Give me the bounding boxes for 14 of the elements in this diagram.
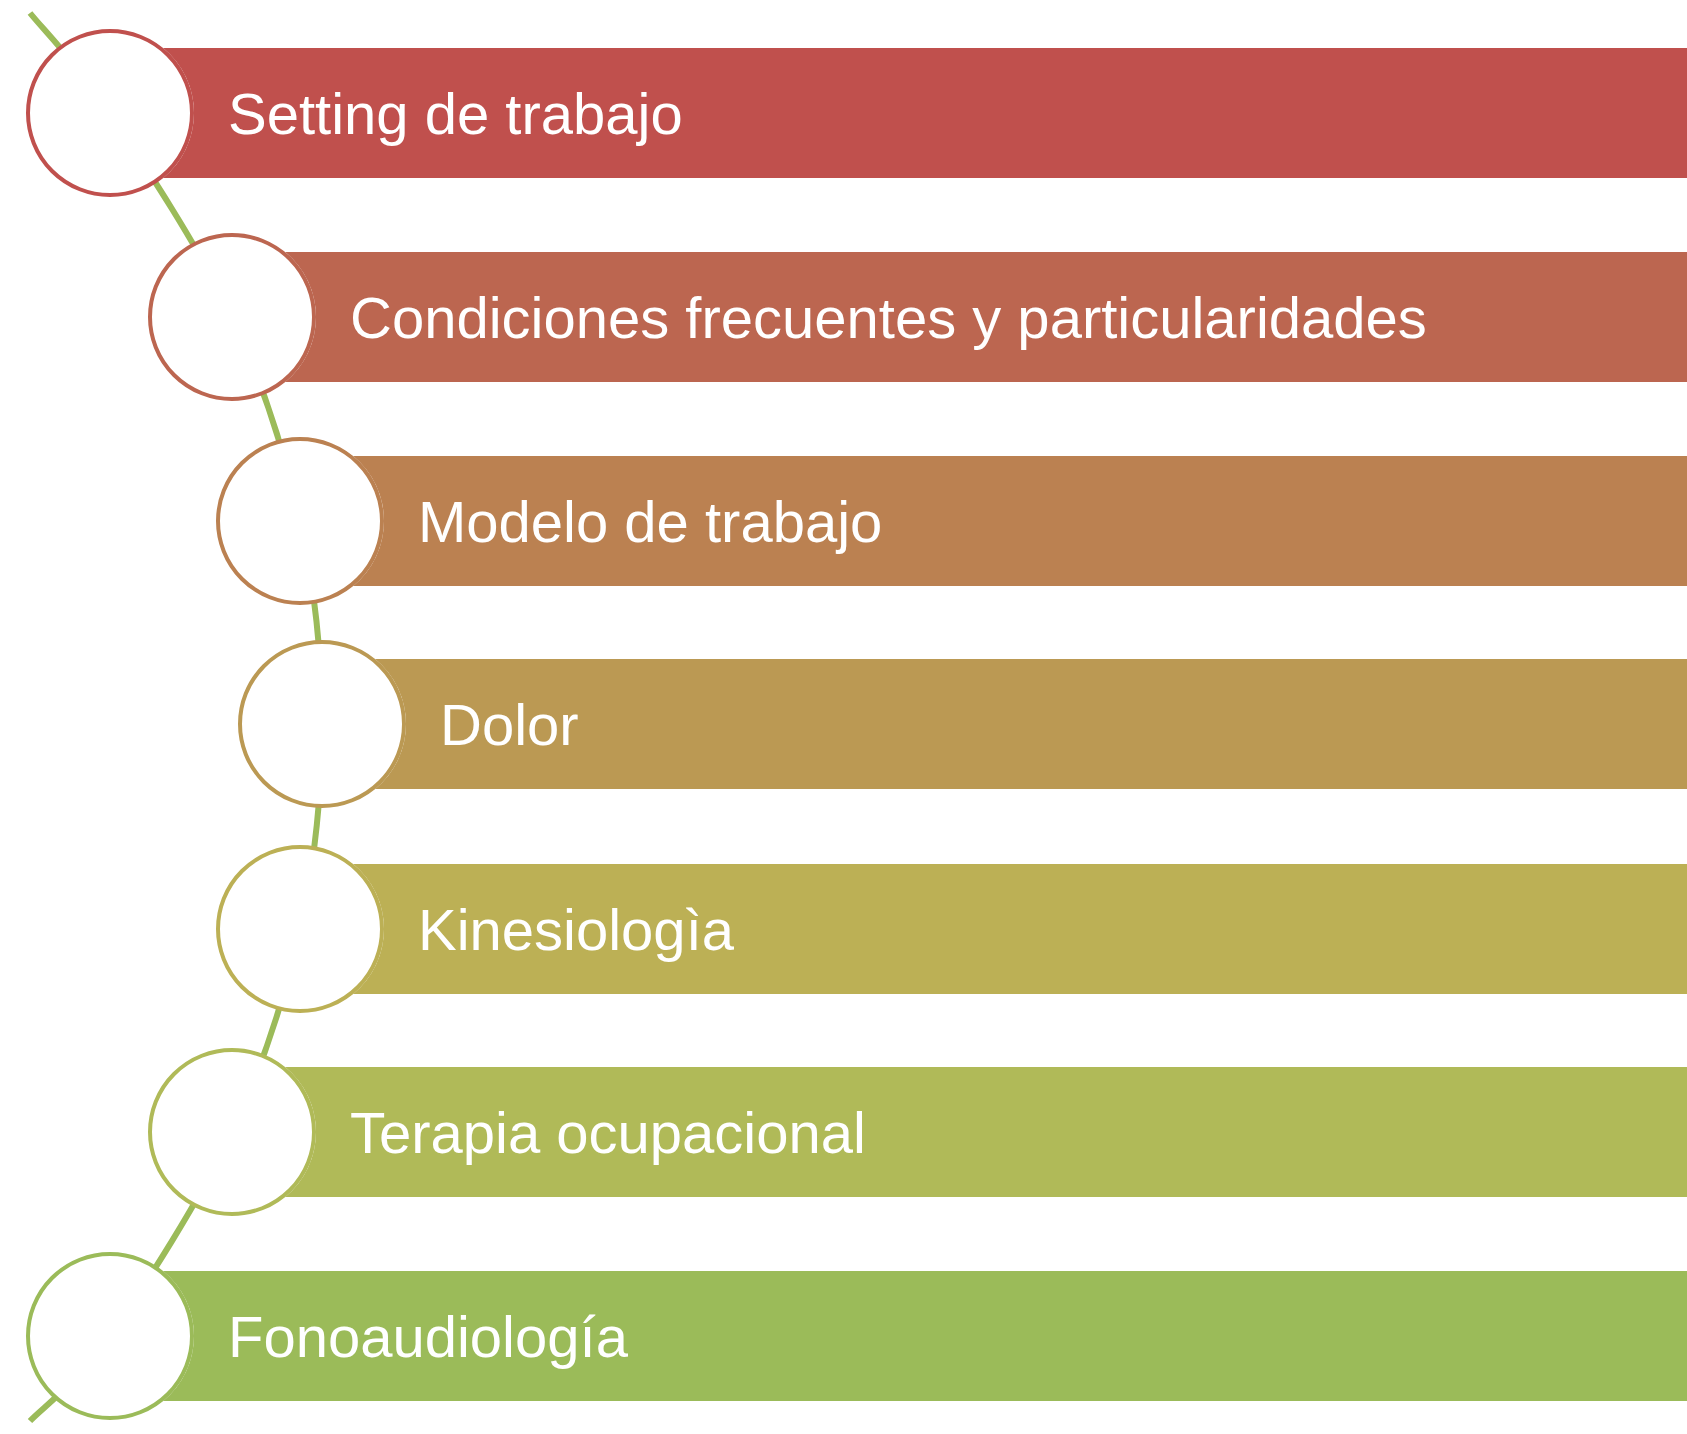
bar-label: Fonoaudiología [228, 1302, 628, 1370]
bar-label: Dolor [440, 690, 579, 758]
circle-marker [24, 27, 196, 199]
circle-marker [24, 1250, 196, 1422]
circle-marker [214, 435, 386, 607]
bar-label: Kinesiologìa [418, 895, 734, 963]
circle-marker [146, 1046, 318, 1218]
circle-marker [236, 638, 408, 810]
bar-label: Modelo de trabajo [418, 487, 883, 555]
circle-marker [214, 843, 386, 1015]
bar-label: Condiciones frecuentes y particularidades [350, 283, 1427, 351]
bar-label: Setting de trabajo [228, 79, 683, 147]
circle-marker [146, 231, 318, 403]
bar-label: Terapia ocupacional [350, 1098, 866, 1166]
